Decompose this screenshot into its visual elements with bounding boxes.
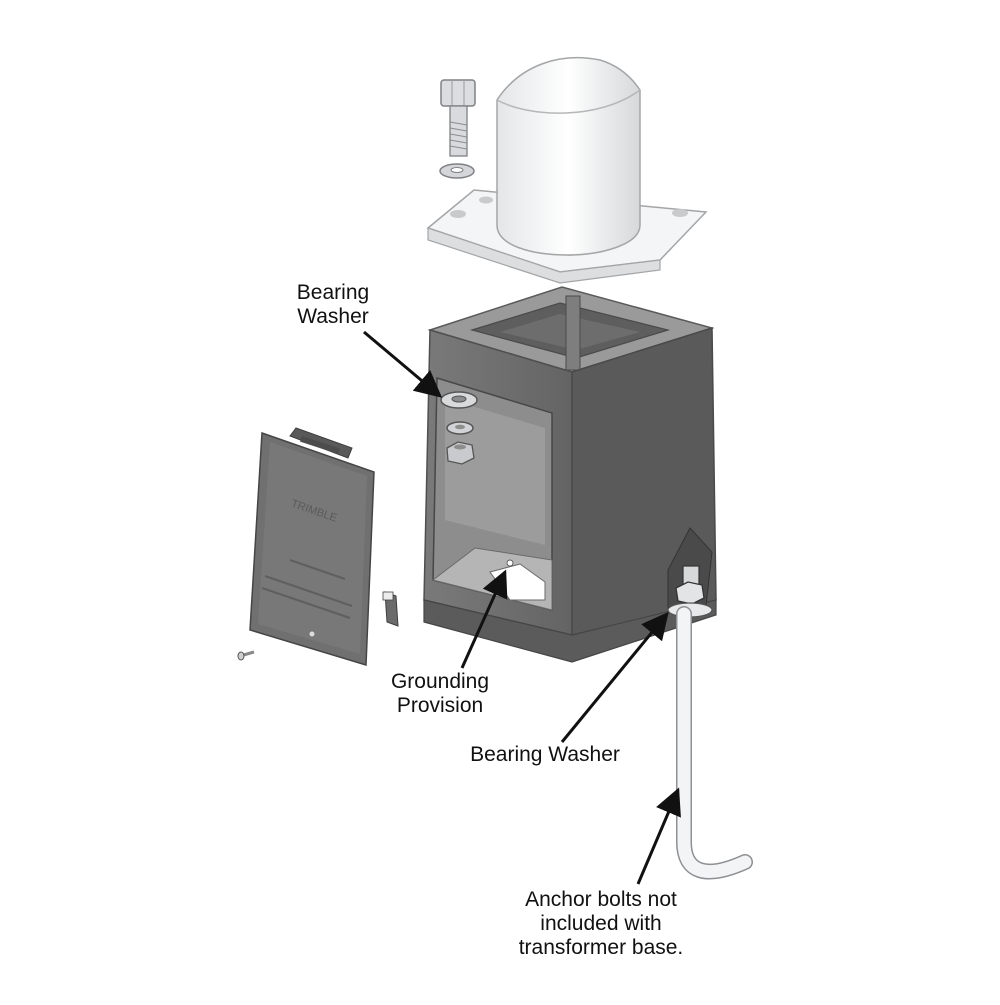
bearing-washer-upper	[440, 391, 478, 409]
label-line: Washer	[297, 305, 369, 328]
arrow-anchor-bolts	[636, 787, 681, 885]
label-line: Anchor bolts not	[525, 888, 677, 911]
cover-screw	[237, 650, 255, 661]
label-bearing-washer-bottom: Bearing Washer	[440, 743, 650, 767]
label-bearing-washer-top: Bearing Washer	[268, 281, 398, 329]
hex-bolt	[440, 79, 476, 157]
lock-washer	[446, 421, 474, 435]
flat-washer	[439, 163, 475, 179]
adapter-cylinder	[496, 57, 641, 256]
arrow-bearing-washer-bottom	[560, 611, 669, 743]
label-line: Provision	[396, 694, 484, 717]
label-line: Grounding	[390, 670, 490, 693]
label-grounding-provision: Grounding Provision	[360, 670, 520, 718]
label-line: transformer base.	[518, 936, 684, 959]
label-line: Bearing	[296, 281, 370, 304]
cover-latch	[382, 591, 399, 627]
label-line: Bearing Washer	[470, 743, 620, 766]
arrow-bearing-washer-top	[363, 330, 443, 398]
label-anchor-bolts: Anchor bolts not included with transform…	[470, 888, 732, 960]
label-line: included with	[540, 912, 662, 935]
arrow-grounding-provision	[460, 569, 508, 669]
hex-nut-upper	[446, 441, 475, 465]
anchor-bolt	[676, 606, 753, 880]
access-cover: TRIMBLE	[249, 427, 375, 666]
pole-adapter	[426, 57, 708, 284]
